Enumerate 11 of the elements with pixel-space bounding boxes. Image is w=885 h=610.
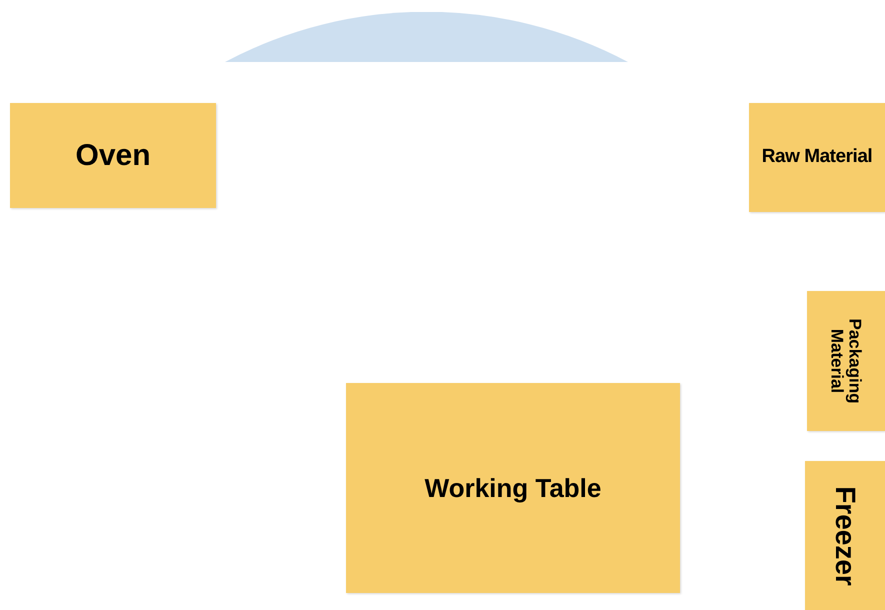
furniture-box: [10, 103, 216, 208]
furniture-box: [346, 383, 680, 593]
furniture-box: [805, 461, 885, 610]
box-label: Freezer: [829, 486, 862, 586]
furniture-box: [749, 103, 885, 212]
box-label: Raw Material: [762, 145, 872, 170]
box-label: Packaging Material: [828, 318, 864, 404]
box-label: Oven: [75, 138, 151, 174]
box-label: Working Table: [424, 472, 602, 504]
furniture-box: [807, 291, 885, 431]
semicircle-shape: [225, 12, 628, 62]
